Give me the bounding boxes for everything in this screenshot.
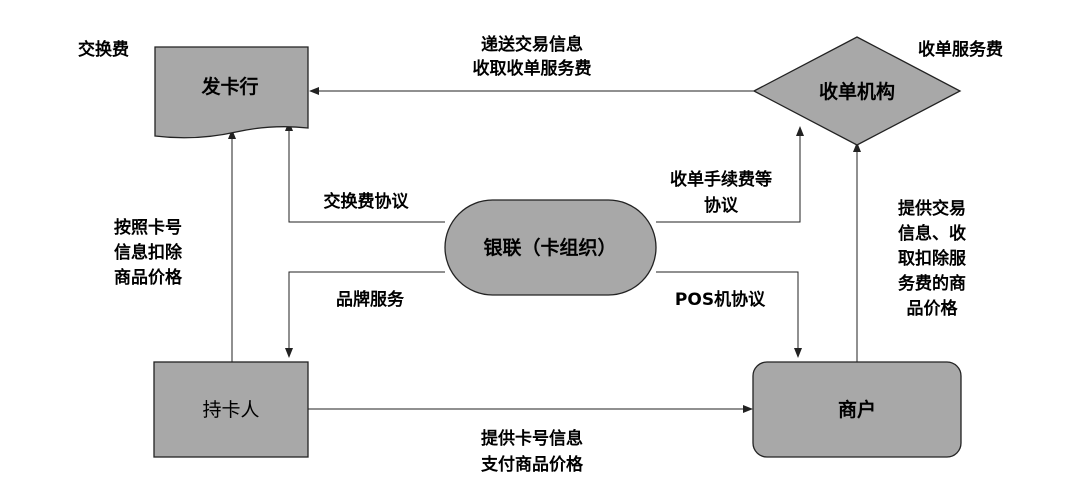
edge-unionpay-to-issuer bbox=[285, 121, 445, 223]
edge-unionpay-to-acquirer bbox=[656, 126, 804, 223]
cardholder-to-merchant-label-2: 支付商品价格 bbox=[481, 454, 584, 475]
edge-label-acquirer-to-issuer-1: 递送交易信息 bbox=[481, 34, 583, 55]
unionpay-node bbox=[444, 199, 657, 296]
interchange-fee-label: 交换费 bbox=[78, 39, 129, 60]
unionpay-label: 银联（卡组织） bbox=[483, 236, 616, 259]
acquirer-label: 收单机构 bbox=[819, 80, 895, 103]
cardholder-to-merchant-label-1: 提供卡号信息 bbox=[481, 428, 583, 449]
deduct-price-label-2: 信息扣除 bbox=[114, 242, 183, 263]
acquirer-node bbox=[752, 36, 962, 146]
merchant-to-acquirer-label-2: 信息、收 bbox=[898, 223, 966, 244]
acquiring-service-fee-label: 收单服务费 bbox=[918, 39, 1003, 60]
edge-unionpay-to-merchant bbox=[656, 271, 802, 358]
cardholder-node bbox=[153, 361, 309, 458]
brand-service-label: 品牌服务 bbox=[336, 289, 405, 310]
issuer-label: 发卡行 bbox=[200, 75, 258, 98]
deduct-price-label-3: 商品价格 bbox=[114, 267, 183, 288]
edge-label-acquirer-to-issuer-2: 收取收单服务费 bbox=[473, 58, 592, 79]
acquiring-fee-agreement-label-2: 协议 bbox=[704, 195, 739, 216]
merchant-node bbox=[752, 361, 962, 458]
merchant-label: 商户 bbox=[838, 398, 876, 421]
cardholder-label: 持卡人 bbox=[202, 399, 259, 421]
acquiring-fee-agreement-label-1: 收单手续费等 bbox=[670, 169, 772, 190]
issuer-node bbox=[154, 46, 309, 139]
merchant-to-acquirer-label-1: 提供交易 bbox=[898, 198, 966, 219]
merchant-to-acquirer-label-4: 务费的商 bbox=[898, 273, 966, 294]
interchange-agreement-label: 交换费协议 bbox=[324, 191, 410, 212]
merchant-to-acquirer-label-3: 取扣除服 bbox=[898, 248, 967, 269]
pos-agreement-label: POS机协议 bbox=[675, 289, 766, 310]
edge-unionpay-to-cardholder bbox=[285, 271, 445, 358]
merchant-to-acquirer-label-5: 品价格 bbox=[907, 298, 959, 319]
deduct-price-label-1: 按照卡号 bbox=[114, 217, 182, 238]
